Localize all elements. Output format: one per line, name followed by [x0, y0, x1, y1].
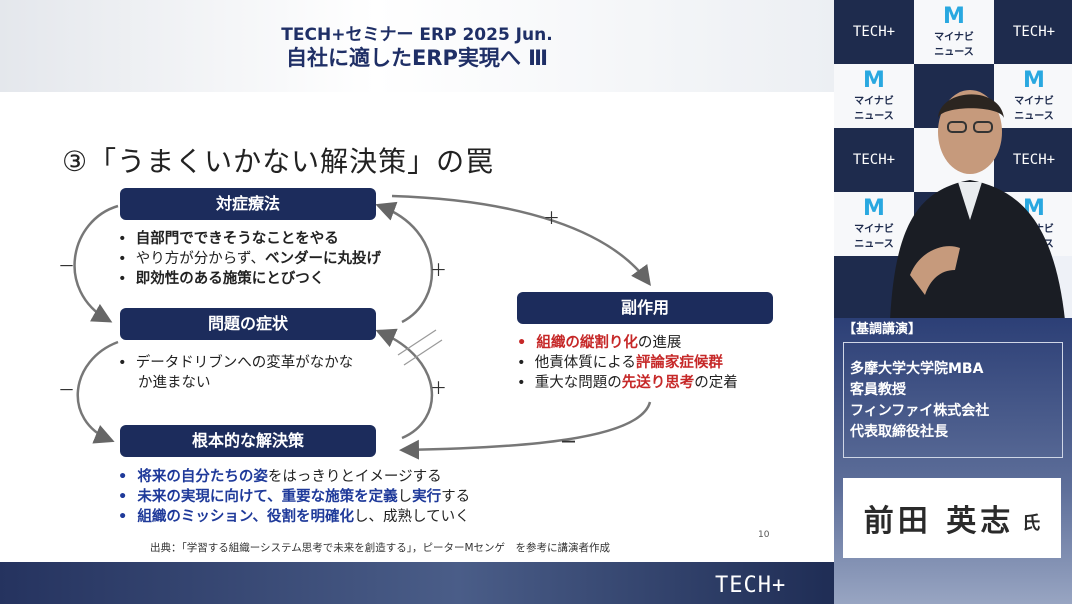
- mynavi-m-icon: M: [943, 4, 965, 29]
- symptomatic-treatment-bullets: • 自部門でできそうなことをやる • やり方が分からず、ベンダーに丸投げ • 即…: [118, 229, 381, 289]
- mynavi-m-icon: M: [863, 196, 885, 221]
- honorific: 氏: [1022, 513, 1041, 534]
- backdrop-tech-logo: TECH+: [834, 128, 914, 192]
- list-item: • 重大な問題の先送り思考の定着: [517, 375, 738, 391]
- fundamental-solution-label: 根本的な解決策: [120, 425, 376, 457]
- problem-symptom-label: 問題の症状: [120, 308, 376, 340]
- source-citation: 出典：「学習する組織ーシステム思考で未来を創造する」，ピーターMセンゲ を参考に…: [150, 542, 611, 554]
- affiliation-line: 多摩大学大学院MBA: [850, 361, 984, 377]
- plus-sign: ＋: [543, 209, 560, 229]
- list-item: • 未来の実現に向けて、重要な施策を定義し実行する: [118, 489, 471, 505]
- minus-sign: －: [58, 381, 75, 401]
- slide-footer-band: [0, 562, 834, 604]
- list-item: • 組織の縦割り化の進展: [517, 335, 682, 351]
- affiliation-line: フィンファイ株式会社: [850, 403, 990, 419]
- speaker-affiliation: 多摩大学大学院MBA 客員教授 フィンファイ株式会社 代表取締役社長: [843, 342, 1063, 458]
- backdrop-tech-logo: TECH+: [994, 128, 1072, 192]
- page-number: 10: [758, 530, 770, 540]
- presentation-slide: TECH+セミナー ERP 2025 Jun. 自社に適したERP実現へ Ⅲ ③…: [0, 0, 834, 604]
- list-item: • 即効性のある施策にとびつく: [118, 271, 325, 287]
- list-item-continued: か進まない: [138, 375, 211, 391]
- plus-sign: ＋: [430, 379, 447, 399]
- speaker-name-card: 前田 英志 氏: [843, 478, 1061, 558]
- minus-sign: －: [58, 257, 75, 277]
- list-item: • データドリブンへの変革がなかな: [118, 355, 354, 371]
- list-item: • 組織のミッション、役割を明確化し、成熟していく: [118, 509, 470, 525]
- keynote-label: 【基調講演】: [843, 322, 922, 337]
- minus-sign: －: [560, 433, 577, 453]
- speaker-video: [890, 90, 1065, 320]
- session-title: 自社に適したERP実現へ Ⅲ: [285, 46, 549, 70]
- affiliation-line: 客員教授: [850, 382, 906, 398]
- backdrop-tech-logo: TECH+: [994, 0, 1072, 64]
- affiliation-line: 代表取締役社長: [850, 424, 948, 440]
- list-item: • 自部門でできそうなことをやる: [118, 231, 339, 247]
- plus-sign: ＋: [430, 261, 447, 281]
- mynavi-m-icon: M: [863, 68, 885, 93]
- side-effect-label: 副作用: [517, 292, 773, 324]
- speaker-name: 前田 英志: [863, 504, 1015, 539]
- backdrop-tech-logo: TECH+: [834, 0, 914, 64]
- list-item: • 他責体質による評論家症候群: [517, 355, 723, 371]
- list-item: • やり方が分からず、ベンダーに丸投げ: [118, 251, 381, 267]
- fundamental-solution-bullets: • 将来の自分たちの姿をはっきりとイメージする • 未来の実現に向けて、重要な施…: [118, 467, 470, 527]
- slide-header-band: [0, 0, 834, 92]
- loop-arrows: [73, 194, 652, 460]
- mynavi-m-icon: M: [1023, 68, 1045, 93]
- symptomatic-treatment-label: 対症療法: [120, 188, 376, 220]
- tech-plus-logo: TECH+: [715, 573, 787, 598]
- list-item: • 将来の自分たちの姿をはっきりとイメージする: [118, 469, 442, 485]
- seminar-title: TECH+セミナー ERP 2025 Jun.: [281, 25, 553, 45]
- slide-title: ③「うまくいかない解決策」の罠: [62, 145, 495, 178]
- problem-symptom-bullets: • データドリブンへの変革がなかな か進まない: [118, 353, 353, 393]
- side-effect-bullets: • 組織の縦割り化の進展 • 他責体質による評論家症候群 • 重大な問題の先送り…: [517, 333, 738, 393]
